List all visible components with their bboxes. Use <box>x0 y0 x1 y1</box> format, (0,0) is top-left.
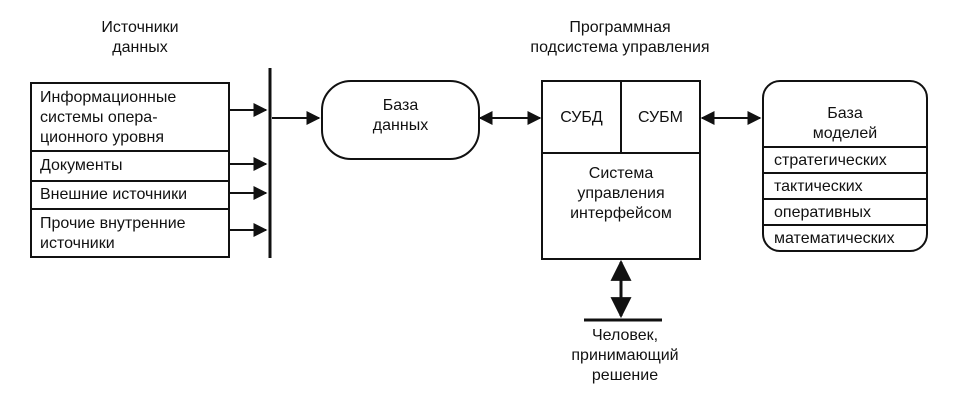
model-item-strategic: стратегических <box>764 146 926 172</box>
source-item-documents: Документы <box>32 150 228 178</box>
decision-maker-label: Человек, принимающий решение <box>571 327 679 384</box>
interface-management-cell: Система управления интерфейсом <box>570 165 672 222</box>
database-box: База данных <box>321 80 480 160</box>
source-item-external: Внешние источники <box>32 180 228 208</box>
model-item-tactical: тактических <box>764 172 926 198</box>
sources-title: Источники данных <box>101 19 179 56</box>
sources-box: Информационные системы опера- ционного у… <box>30 82 230 258</box>
model-item-mathematical: математических <box>764 224 926 250</box>
dbms-cell: СУБД <box>543 82 622 154</box>
model-base-box: База моделей стратегических тактических … <box>762 80 928 252</box>
control-subsystem-box: СУБД СУБМ Система управления интерфейсом <box>541 80 701 260</box>
control-subsystem-title: Программная подсистема управления <box>530 19 710 56</box>
mbms-cell: СУБМ <box>622 82 699 154</box>
source-item-internal-other: Прочие внутренние источники <box>32 208 228 256</box>
model-item-operational: оперативных <box>764 198 926 224</box>
model-base-title: База моделей <box>812 105 878 142</box>
source-item-operational-systems: Информационные системы опера- ционного у… <box>40 89 177 146</box>
